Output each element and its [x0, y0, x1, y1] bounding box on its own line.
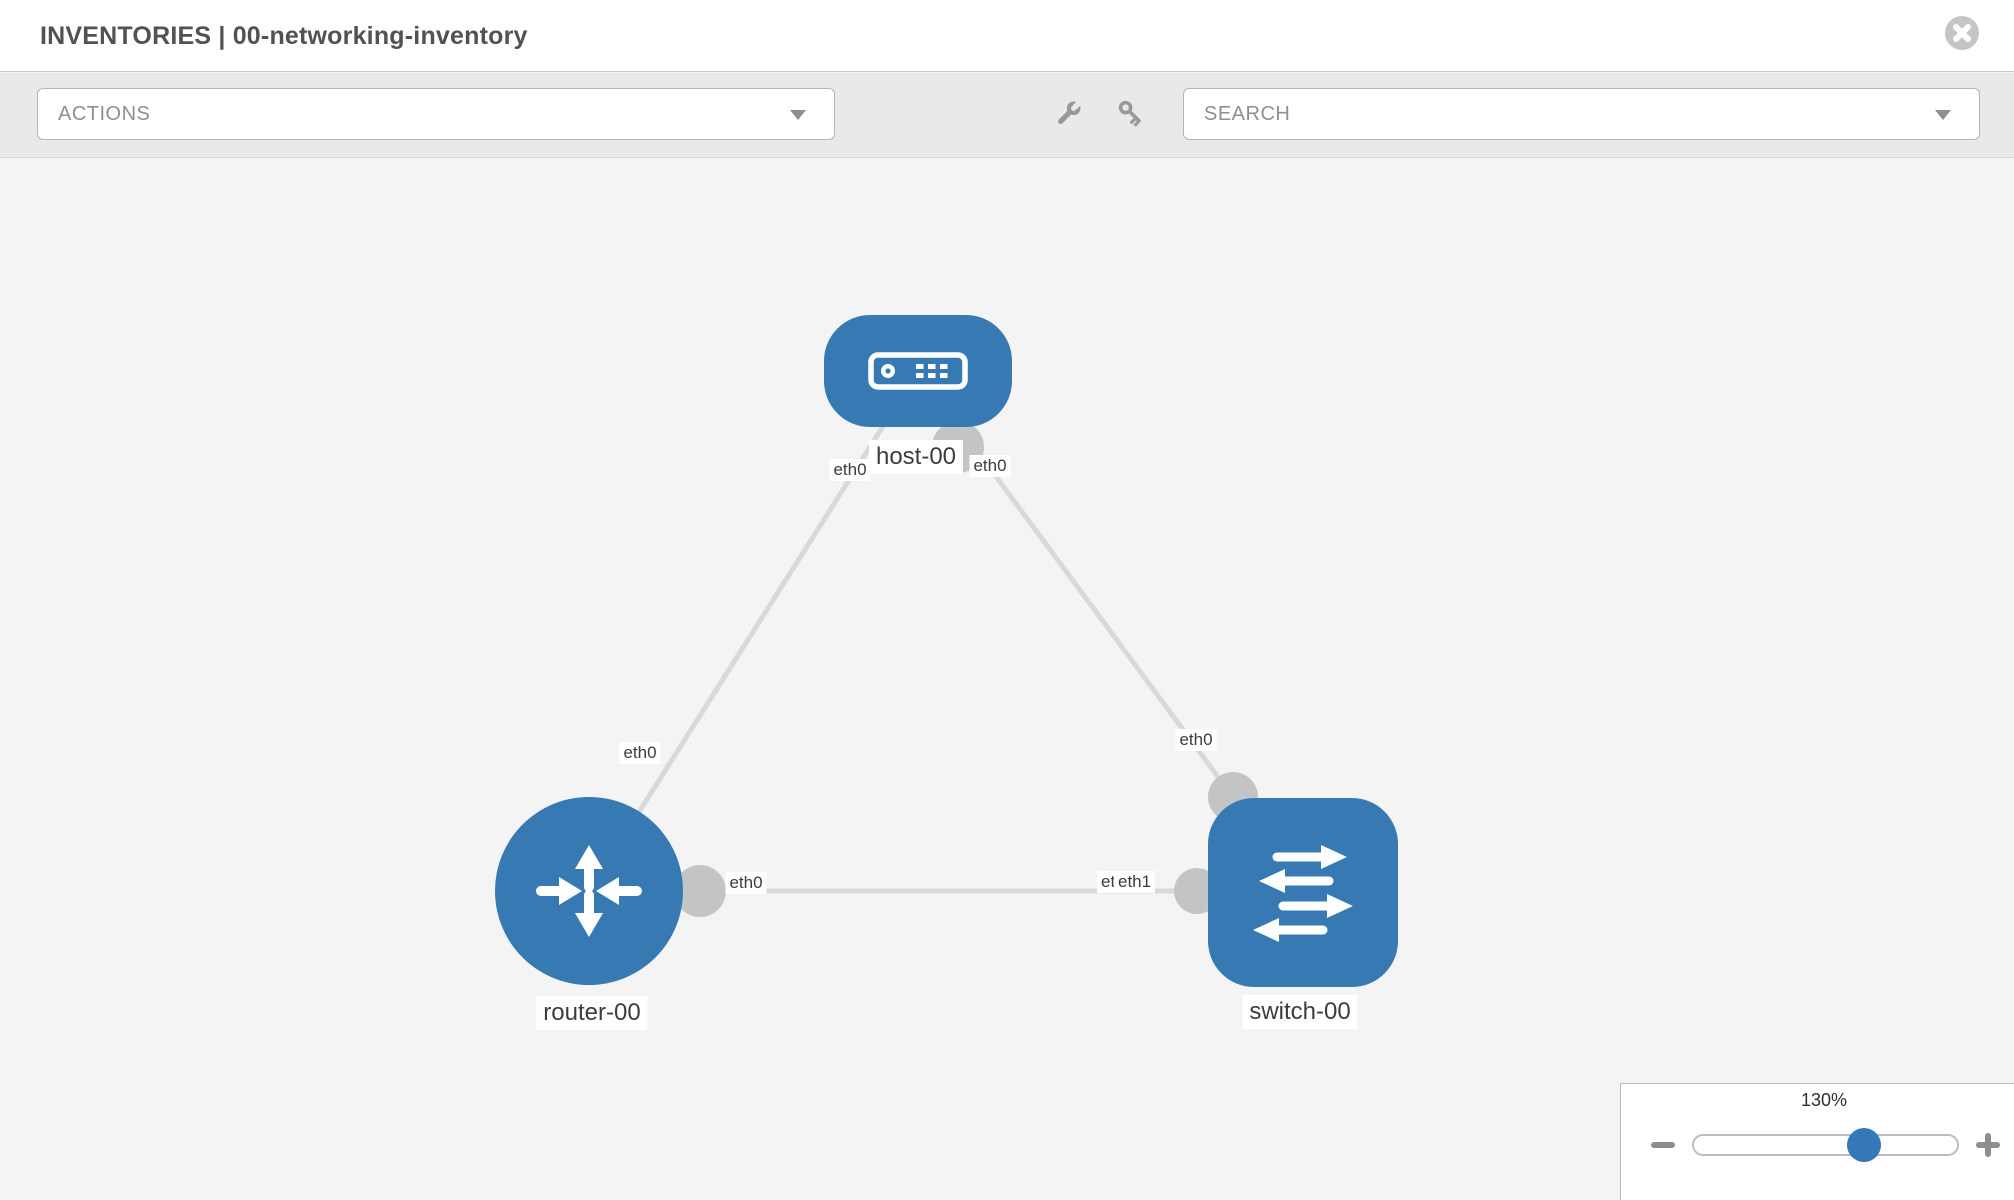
zoom-out-icon	[1651, 1142, 1675, 1148]
node-label-host: host-00	[868, 440, 964, 474]
configure-button[interactable]	[1051, 97, 1085, 131]
link-host-router	[586, 369, 921, 893]
if-label-host-eth0-right: eth0	[969, 455, 1011, 477]
if-label-router-eth0-uplink: eth0	[619, 742, 661, 764]
node-switch-00[interactable]	[1208, 798, 1398, 987]
if-label-switch-eth0-uplink: eth0	[1175, 729, 1217, 751]
node-label-router: router-00	[536, 996, 648, 1030]
search-dropdown-label: SEARCH	[1204, 103, 1291, 125]
credentials-button[interactable]	[1115, 97, 1149, 131]
x-circle-icon	[1945, 16, 1979, 50]
zoom-slider-knob[interactable]	[1847, 1128, 1881, 1162]
links-layer	[586, 369, 1306, 917]
port-router-eth0	[674, 865, 726, 917]
if-label-router-eth0-lan: eth0	[725, 872, 767, 894]
actions-dropdown[interactable]: ACTIONS	[37, 88, 835, 140]
node-host-00[interactable]	[824, 315, 1012, 427]
topology-canvas[interactable]: host-00 router-00 switch-00 eth0 eth0 et…	[0, 158, 2014, 1200]
zoom-panel: 130%	[1620, 1083, 2014, 1200]
zoom-in-button[interactable]	[1973, 1130, 2003, 1160]
toolbar: ACTIONS	[0, 73, 2014, 158]
zoom-slider-track[interactable]	[1692, 1134, 1959, 1156]
node-label-switch: switch-00	[1242, 995, 1358, 1029]
zoom-out-button[interactable]	[1648, 1130, 1678, 1160]
header: INVENTORIES | 00-networking-inventory	[0, 0, 2014, 72]
router-icon	[536, 845, 642, 937]
actions-dropdown-label: ACTIONS	[58, 103, 151, 125]
chevron-down-icon	[1935, 110, 1951, 120]
close-button[interactable]	[1944, 15, 1980, 51]
host-icon	[868, 352, 968, 390]
wrench-icon	[1058, 100, 1082, 124]
zoom-level-label: 130%	[1800, 1090, 1848, 1110]
chevron-down-icon	[790, 110, 806, 120]
switch-icon	[1253, 844, 1353, 942]
if-label-switch-eth1: eth1	[1114, 871, 1156, 893]
key-icon	[1118, 100, 1141, 127]
node-router-00[interactable]	[495, 797, 683, 985]
search-dropdown[interactable]: SEARCH	[1183, 88, 1980, 140]
page-title: INVENTORIES | 00-networking-inventory	[40, 22, 528, 50]
if-label-host-eth0-left: eth0	[829, 459, 871, 481]
